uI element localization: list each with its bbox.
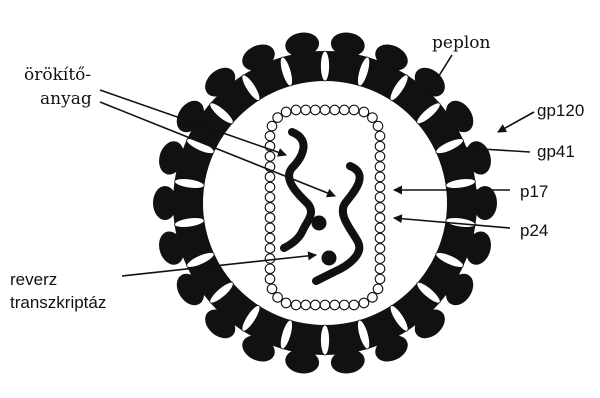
capsid-subunit [368, 113, 378, 123]
capsid-subunit [375, 213, 385, 223]
capsid-subunit [265, 274, 275, 284]
capsid-subunit [368, 293, 378, 303]
label-gp120: gp120 [537, 101, 584, 120]
envelope-inner-space [203, 81, 447, 325]
capsid-subunit [375, 193, 385, 203]
capsid-subunit [375, 244, 385, 254]
capsid-subunit [273, 113, 283, 123]
capsid-subunit [359, 298, 369, 308]
capsid-subunit [265, 182, 275, 192]
capsid-subunit [281, 107, 291, 117]
capsid-subunit [311, 105, 321, 115]
capsid-subunit [349, 105, 359, 115]
capsid-subunit [265, 203, 275, 213]
capsid-subunit [265, 254, 275, 264]
capsid-subunit [291, 105, 301, 115]
capsid-subunit [265, 172, 275, 182]
capsid-subunit [373, 284, 383, 294]
capsid-subunit [265, 152, 275, 162]
reverse-transcriptase-molecule [322, 251, 337, 266]
capsid-subunit [301, 300, 311, 310]
capsid-subunit [267, 121, 277, 131]
capsid-subunit [375, 203, 385, 213]
capsid-subunit [281, 298, 291, 308]
gp120-knob [153, 186, 177, 220]
capsid-subunit [373, 121, 383, 131]
label-peplon: peplon [432, 33, 490, 53]
capsid-subunit [330, 105, 340, 115]
capsid-subunit [375, 233, 385, 243]
capsid-subunit [301, 105, 311, 115]
capsid-subunit [320, 105, 330, 115]
capsid-subunit [265, 193, 275, 203]
capsid-subunit [375, 152, 385, 162]
capsid-subunit [320, 300, 330, 310]
capsid-subunit [265, 213, 275, 223]
label-reverse-transcriptase-line1: reverz [10, 270, 57, 289]
capsid-subunit [330, 300, 340, 310]
label-p17: p17 [520, 182, 548, 201]
capsid-subunit [265, 244, 275, 254]
capsid-subunit [375, 223, 385, 233]
label-p24: p24 [520, 221, 548, 240]
capsid-subunit [375, 264, 385, 274]
capsid-subunit [265, 223, 275, 233]
capsid-subunit [375, 274, 385, 284]
label-gp41: gp41 [537, 142, 575, 161]
capsid-subunit [359, 107, 369, 117]
reverse-transcriptase-molecule [312, 216, 327, 231]
capsid-subunit [375, 141, 385, 151]
capsid-subunit [265, 264, 275, 274]
gp41-stem [321, 51, 330, 81]
capsid-subunit [340, 105, 350, 115]
capsid-subunit [340, 300, 350, 310]
capsid-subunit [349, 300, 359, 310]
capsid-subunit [265, 233, 275, 243]
leader-gp120 [498, 112, 534, 132]
capsid-subunit [375, 131, 385, 141]
capsid-subunit [375, 162, 385, 172]
capsid-subunit [291, 300, 301, 310]
label-genetic-material-line2: anyag [40, 89, 92, 109]
capsid-subunit [375, 182, 385, 192]
capsid-subunit [375, 254, 385, 264]
gp41-stem [321, 325, 330, 355]
capsid-subunit [311, 300, 321, 310]
capsid-subunit [375, 172, 385, 182]
label-genetic-material-line1: örökítő- [24, 65, 91, 85]
label-reverse-transcriptase-line2: transzkriptáz [10, 293, 106, 312]
capsid-subunit [273, 293, 283, 303]
gp120-knob [473, 186, 497, 220]
capsid-subunit [267, 284, 277, 294]
capsid-subunit [265, 131, 275, 141]
